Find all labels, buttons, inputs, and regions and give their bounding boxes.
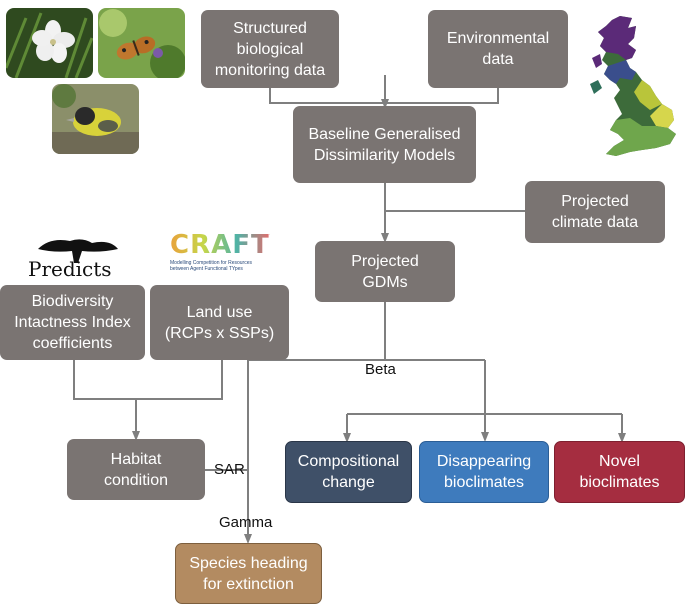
bird-photo bbox=[52, 84, 139, 154]
compositional-change-box: Compositional change bbox=[285, 441, 412, 503]
disappearing-bioclimates-box: Disappearing bioclimates bbox=[419, 441, 549, 503]
flower-photo bbox=[6, 8, 93, 78]
bii-coefficients-box: Biodiversity Intactness Index coefficien… bbox=[0, 285, 145, 360]
connector-structured-baseline bbox=[269, 88, 385, 104]
uk-map bbox=[590, 14, 682, 157]
crafty-label: CRAFTY bbox=[170, 230, 290, 260]
environmental-data-box: Environmental data bbox=[428, 10, 568, 88]
sar-label: SAR bbox=[214, 461, 245, 478]
predicts-logo: Predicts bbox=[20, 237, 130, 285]
beta-label: Beta bbox=[365, 361, 396, 378]
species-extinction-box: Species heading for extinction bbox=[175, 543, 322, 604]
land-use-box: Land use (RCPs x SSPs) bbox=[150, 285, 289, 360]
projected-climate-box: Projected climate data bbox=[525, 181, 665, 243]
habitat-condition-box: Habitat condition bbox=[67, 439, 205, 500]
novel-bioclimates-box: Novel bioclimates bbox=[554, 441, 685, 503]
baseline-gdm-box: Baseline Generalised Dissimilarity Model… bbox=[293, 106, 476, 183]
gamma-label: Gamma bbox=[219, 514, 273, 531]
butterfly-photo bbox=[98, 8, 185, 78]
predicts-label: Predicts bbox=[28, 257, 112, 281]
structured-monitoring-box: Structured biological monitoring data bbox=[201, 10, 339, 88]
crafty-subtitle: Modelling Competition for Resources betw… bbox=[170, 260, 252, 272]
connector-environmental-baseline bbox=[385, 88, 499, 104]
tree-icon bbox=[38, 239, 118, 263]
projected-gdms-box: Projected GDMs bbox=[315, 241, 455, 302]
connector-bii-merge bbox=[73, 360, 223, 400]
crafty-logo: CRAFTY Modelling Competition for Resourc… bbox=[170, 230, 290, 280]
